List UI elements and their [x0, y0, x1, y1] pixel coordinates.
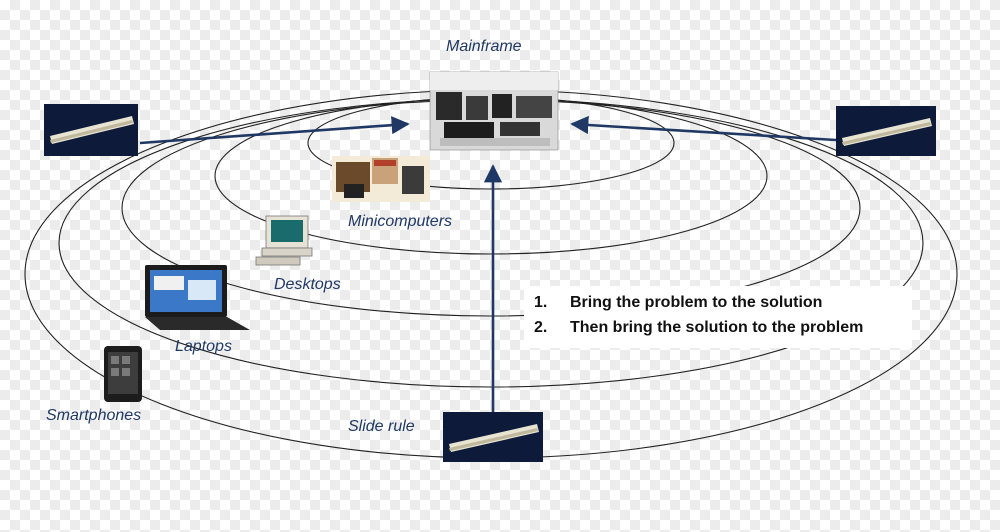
- arrow-left-to-mainframe: [139, 116, 410, 145]
- label-smartphones: Smartphones: [46, 407, 142, 424]
- desktop-computer-icon: [255, 215, 313, 266]
- minicomputer-photo: [332, 156, 430, 202]
- step-1-text: Bring the problem to the solution: [570, 294, 823, 311]
- step-2-number: 2.: [534, 319, 548, 336]
- label-mainframe: Mainframe: [446, 38, 522, 55]
- slide-rule-photo-right: [836, 106, 936, 156]
- step-2: 2. Then bring the solution to the problem: [534, 319, 863, 337]
- arrows: [139, 115, 837, 412]
- laptop-icon: [145, 265, 250, 330]
- step-1-number: 1.: [534, 294, 548, 311]
- step-1: 1. Bring the problem to the solution: [534, 294, 822, 312]
- smartphone-icon: [104, 346, 142, 402]
- label-slide-rule: Slide rule: [348, 418, 415, 435]
- slide-rule-photo-bottom: [443, 412, 543, 462]
- step-2-text: Then bring the solution to the problem: [570, 319, 864, 336]
- label-desktops: Desktops: [274, 276, 341, 293]
- slide-rule-photo-left: [44, 104, 138, 156]
- label-minicomputers: Minicomputers: [348, 213, 453, 230]
- mainframe-photo: [429, 71, 559, 151]
- arrow-right-to-mainframe: [570, 115, 837, 142]
- label-laptops: Laptops: [175, 338, 232, 355]
- steps-list: 1. Bring the problem to the solution 2. Th…: [524, 286, 912, 348]
